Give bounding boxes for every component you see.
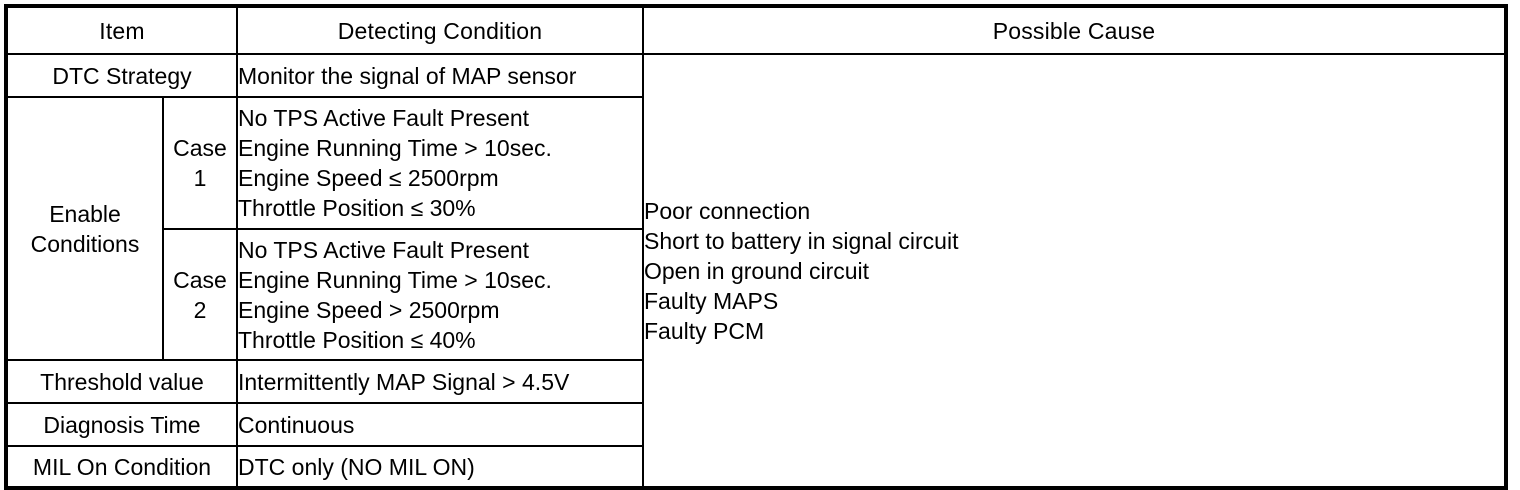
cell-detecting-condition-threshold-value: Intermittently MAP Signal > 4.5V [236, 359, 644, 404]
cell-item-enable-conditions: Enable Conditions [5, 96, 164, 361]
table-row-threshold-value: Threshold value Intermittently MAP Signa… [5, 359, 1506, 404]
possible-cause-line: Open in ground circuit [644, 257, 870, 284]
cell-item-mil-on-condition: MIL On Condition [5, 445, 238, 489]
case-word: Case [173, 135, 227, 161]
table-header-row: Item Detecting Condition Possible Cause [5, 5, 1507, 55]
condition-line: Throttle Position ≤ 30% [238, 195, 476, 221]
possible-cause-line: Short to battery in signal circuit [644, 227, 959, 254]
enable-conditions-line2: Conditions [30, 230, 140, 257]
cell-detecting-condition-mil-on-condition: DTC only (NO MIL ON) [236, 445, 644, 489]
cell-detecting-condition-case1: No TPS Active Fault Present Engine Runni… [236, 96, 644, 230]
table-row-mil-on-condition: MIL On Condition DTC only (NO MIL ON) [5, 445, 1506, 489]
column-header-detecting-condition: Detecting Condition [236, 5, 644, 55]
cell-case-label-2: Case 2 [162, 228, 238, 361]
condition-line: Engine Running Time > 10sec. [238, 135, 552, 161]
column-header-possible-cause: Possible Cause [642, 5, 1507, 55]
cell-item-threshold-value: Threshold value [5, 359, 238, 404]
possible-cause-line: Poor connection [644, 197, 811, 224]
case-number: 1 [193, 165, 207, 191]
table-row-enable-conditions-case1: Enable Conditions Case 1 No TPS Active F… [5, 96, 1506, 361]
case-number: 2 [193, 296, 207, 323]
dtc-diagnostic-table-container: Item Detecting Condition Possible Cause … [4, 4, 1508, 490]
cell-case-label-1: Case 1 [162, 96, 238, 230]
cell-possible-cause: Poor connection Short to battery in sign… [642, 53, 1507, 489]
condition-line: Throttle Position ≤ 40% [238, 326, 476, 353]
enable-conditions-line1: Enable [49, 200, 121, 227]
cell-item-dtc-strategy: DTC Strategy [5, 53, 238, 98]
column-header-item: Item [5, 5, 238, 55]
condition-line: Engine Running Time > 10sec. [238, 266, 552, 293]
condition-line: No TPS Active Fault Present [238, 105, 530, 131]
condition-line: Engine Speed ≤ 2500rpm [238, 165, 499, 191]
condition-line: Engine Speed > 2500rpm [238, 296, 500, 323]
cell-detecting-condition-dtc-strategy: Monitor the signal of MAP sensor [236, 53, 644, 98]
case-word: Case [173, 266, 227, 293]
cell-item-diagnosis-time: Diagnosis Time [5, 402, 238, 447]
possible-cause-line: Faulty PCM [644, 317, 765, 344]
dtc-diagnostic-table: Item Detecting Condition Possible Cause … [4, 4, 1508, 490]
table-row-diagnosis-time: Diagnosis Time Continuous [5, 402, 1506, 447]
condition-line: No TPS Active Fault Present [238, 236, 530, 263]
table-row-enable-conditions-case2: Case 2 No TPS Active Fault Present Engin… [6, 228, 1506, 361]
cell-detecting-condition-case2: No TPS Active Fault Present Engine Runni… [236, 228, 644, 361]
possible-cause-line: Faulty MAPS [644, 287, 779, 314]
table-row-dtc-strategy: DTC Strategy Monitor the signal of MAP s… [5, 53, 1507, 489]
cell-detecting-condition-diagnosis-time: Continuous [236, 402, 644, 447]
